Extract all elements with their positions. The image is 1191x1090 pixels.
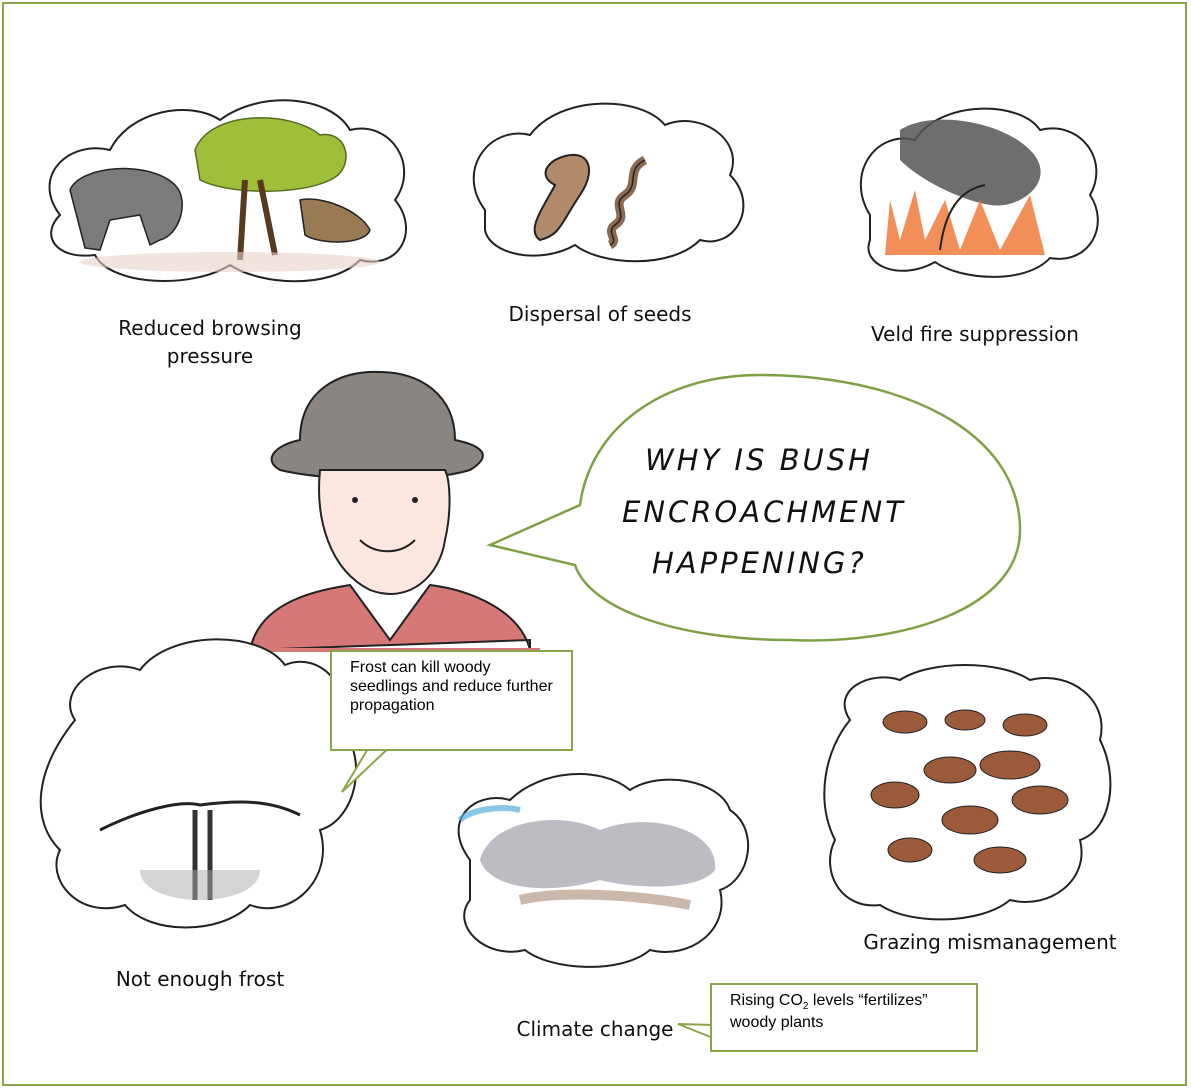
speech-bubble	[486, 373, 1022, 642]
caption-frost: Not enough frost	[115, 967, 285, 991]
frost-note-pointer	[341, 741, 396, 793]
caption-climate: Climate change	[516, 1017, 674, 1041]
climate-note-post: levels “fertilizes” woody plants	[730, 992, 928, 1032]
browsing-cloud-illustration	[48, 99, 407, 283]
caption-fire: Veld fire suppression	[871, 322, 1079, 346]
grazing-cloud-illustration	[823, 664, 1112, 921]
climate-cloud-illustration	[457, 773, 749, 968]
climate-note-sub: 2	[802, 1001, 809, 1013]
frost-cloud-illustration	[39, 638, 358, 929]
caption-browsing: Reduced browsing pressure	[118, 316, 302, 368]
climate-note-pre: Rising CO	[730, 992, 803, 1009]
fire-cloud-illustration	[859, 107, 1099, 278]
climate-note-pointer	[677, 1023, 714, 1039]
seeds-cloud-illustration	[472, 102, 745, 263]
frost-note: Frost can kill woody seedlings and reduc…	[330, 650, 573, 751]
farmer-illustration	[240, 370, 540, 652]
caption-grazing: Grazing mismanagement	[863, 930, 1117, 954]
speech-line-2: ENCROACHMENT	[622, 495, 906, 529]
speech-line-3: HAPPENING?	[652, 546, 867, 580]
speech-line-1: WHY IS BUSH	[645, 443, 873, 477]
caption-seeds: Dispersal of seeds	[508, 302, 692, 326]
climate-note: Rising CO2 levels “fertilizes” woody pla…	[710, 983, 978, 1052]
